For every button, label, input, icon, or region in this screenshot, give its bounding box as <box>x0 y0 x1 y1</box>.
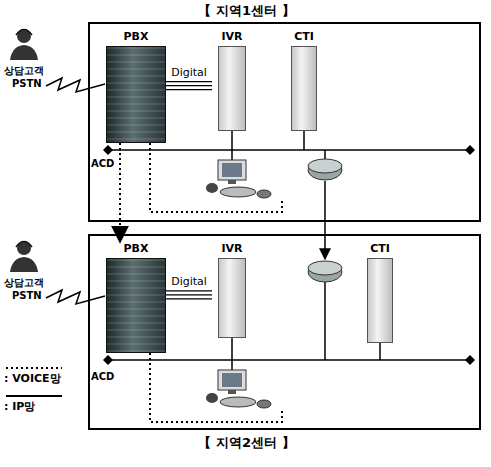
router-icon <box>308 159 342 180</box>
customer-icon <box>17 241 31 255</box>
pbx-switch: PBX <box>106 242 166 353</box>
server-tower: IVR <box>212 30 252 131</box>
annotation-label: ACD <box>91 157 114 170</box>
agent-workstation <box>218 370 246 390</box>
equipment-name: IVR <box>221 242 242 256</box>
agent-workstation <box>218 160 246 180</box>
pstn-line <box>46 78 105 92</box>
digital-trunk-line <box>166 89 212 90</box>
center-heading: 【 지역1센터 】 <box>198 3 294 19</box>
agent-workstation <box>206 183 218 193</box>
legend-line <box>6 367 62 369</box>
server-cabinet <box>291 46 317 131</box>
router-icon <box>308 261 342 275</box>
annotation-label: PSTN <box>12 289 42 302</box>
center-region: PBXIVRCTI【 지역1센터 】 <box>88 22 481 222</box>
lan-bus <box>231 338 233 360</box>
digital-link <box>166 294 212 295</box>
digital-trunk-line <box>166 298 212 299</box>
digital-trunk-line <box>166 81 212 82</box>
router-icon <box>308 262 342 282</box>
voice-link <box>119 143 121 242</box>
agent-workstation <box>220 187 256 197</box>
annotation-label: 상담고객 <box>4 64 44 77</box>
legend-entry: : VOICE망 <box>4 364 64 386</box>
center-heading: 【 지역2센터 】 <box>198 435 294 451</box>
agent-workstation <box>257 190 271 198</box>
agent-workstation <box>206 370 271 408</box>
server-cabinet <box>218 258 247 338</box>
customer-icon <box>10 45 38 60</box>
legend: : VOICE망 : IP망 <box>4 364 64 420</box>
lan-bus <box>379 343 381 360</box>
lan-bus <box>324 150 326 159</box>
lan-bus <box>465 355 475 365</box>
agent-workstation <box>222 373 242 387</box>
lan-bus <box>231 131 233 150</box>
acd-line <box>150 143 282 212</box>
pbx-switch: PBX <box>106 30 166 143</box>
equipment-name: CTI <box>370 242 390 256</box>
link-label: Digital <box>169 275 209 288</box>
legend-text: : VOICE망 <box>4 372 64 386</box>
server-tower: CTI <box>286 30 322 131</box>
acd-line <box>150 353 282 422</box>
server-tower: IVR <box>212 242 252 338</box>
legend-text: : IP망 <box>4 400 64 414</box>
digital-trunk-line <box>166 290 212 291</box>
agent-workstation <box>257 400 271 408</box>
customer-icon <box>17 29 31 43</box>
equipment-name: PBX <box>124 242 149 256</box>
link-label: Digital <box>169 66 209 79</box>
agent-workstation <box>220 397 256 407</box>
router-icon <box>308 261 342 282</box>
customer-icon <box>10 257 38 272</box>
agent-workstation <box>228 180 236 184</box>
lan-bus <box>231 360 233 370</box>
lan-bus <box>108 149 470 151</box>
legend-sample <box>4 392 64 400</box>
legend-sample <box>4 364 64 372</box>
customer-icon <box>10 241 38 272</box>
router-icon <box>308 160 342 180</box>
annotation-label: ACD <box>91 370 114 383</box>
pstn-line <box>46 290 105 304</box>
customer-icon <box>10 29 38 60</box>
lan-bus <box>108 359 470 361</box>
customer-icon <box>16 30 32 36</box>
annotation-label: 상담고객 <box>4 276 44 289</box>
pbx-cabinet <box>106 258 166 353</box>
lan-bus <box>103 355 113 365</box>
server-cabinet <box>367 258 393 343</box>
agent-workstation <box>206 393 218 403</box>
agent-workstation <box>228 390 236 394</box>
pbx-cabinet <box>106 46 166 143</box>
lan-bus <box>465 145 475 155</box>
digital-link <box>166 85 212 86</box>
equipment-name: IVR <box>221 30 242 44</box>
legend-line <box>6 395 62 397</box>
router-icon <box>308 159 342 173</box>
lan-bus <box>303 131 305 150</box>
customer-icon <box>16 242 32 248</box>
legend-entry: : IP망 <box>4 392 64 414</box>
lan-bus <box>231 150 233 160</box>
annotation-label: PSTN <box>12 77 42 90</box>
server-tower: CTI <box>362 242 398 343</box>
center-region: PBXIVRCTI【 지역2센터 】 <box>88 234 481 430</box>
agent-workstation <box>222 163 242 177</box>
equipment-name: CTI <box>294 30 314 44</box>
lan-bus <box>103 145 113 155</box>
equipment-name: PBX <box>124 30 149 44</box>
ip-link <box>324 181 326 259</box>
server-cabinet <box>218 46 247 131</box>
lan-bus <box>324 279 326 360</box>
agent-workstation <box>206 160 271 198</box>
